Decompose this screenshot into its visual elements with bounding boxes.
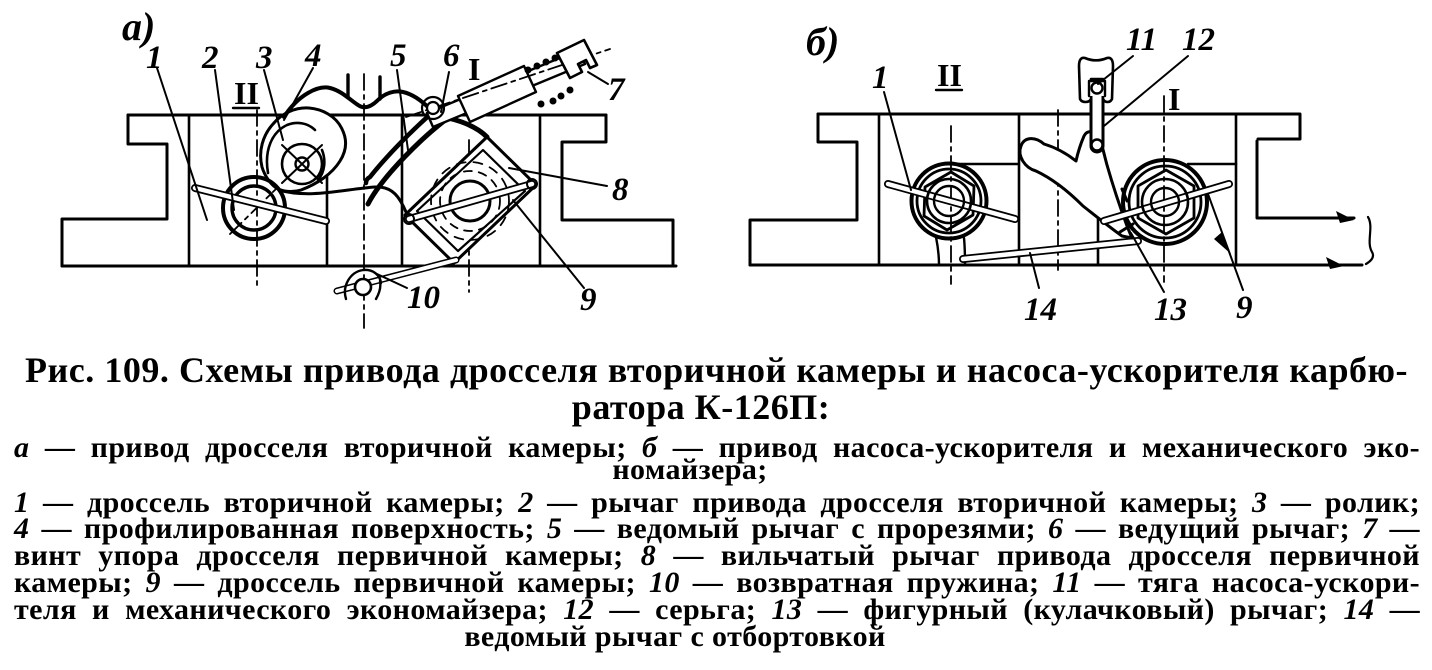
svg-text:7: 7 — [608, 72, 626, 108]
svg-text:12: 12 — [1182, 22, 1215, 58]
svg-text:5: 5 — [390, 38, 407, 74]
svg-text:I: I — [1168, 81, 1180, 117]
svg-text:11: 11 — [1126, 22, 1157, 58]
svg-text:1: 1 — [872, 60, 889, 96]
svg-text:I: I — [468, 51, 480, 87]
svg-text:8: 8 — [612, 172, 629, 208]
svg-text:9: 9 — [580, 282, 597, 318]
svg-text:а): а) — [122, 4, 155, 49]
svg-text:9: 9 — [1236, 290, 1253, 326]
svg-text:II: II — [937, 57, 962, 93]
svg-text:6: 6 — [443, 38, 460, 74]
svg-text:13: 13 — [1154, 292, 1187, 328]
svg-text:1: 1 — [146, 40, 163, 76]
svg-text:14: 14 — [1024, 292, 1057, 328]
svg-text:10: 10 — [407, 280, 440, 316]
svg-text:4: 4 — [304, 38, 322, 74]
svg-text:б): б) — [806, 19, 839, 64]
svg-text:2: 2 — [201, 40, 219, 76]
svg-text:3: 3 — [255, 40, 273, 76]
svg-text:II: II — [234, 75, 259, 111]
